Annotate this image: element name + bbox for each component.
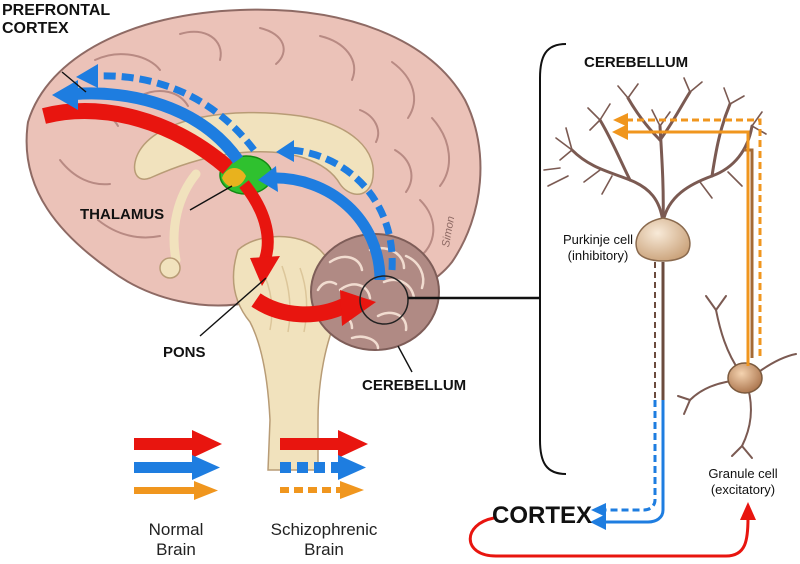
- zoom-callout: [359, 43, 567, 475]
- red-arrow-thalamus-to-pons: [239, 180, 274, 265]
- purkinje-cell-label: Purkinje cell (inhibitory): [556, 232, 640, 264]
- red-arrowhead-cerebellum: [340, 290, 376, 326]
- blue-dashed-arrowhead-thalamus: [276, 140, 294, 162]
- blue-arrowhead-thalamus: [258, 166, 278, 192]
- legend-schizophrenic-caption: Schizophrenic Brain: [252, 520, 396, 560]
- legend-normal-arrows: [134, 430, 222, 500]
- granule-line2: (excitatory): [710, 482, 776, 497]
- legend-schizophrenic-arrows: [280, 430, 368, 499]
- legend-schizo-line1: Schizophrenic: [270, 520, 378, 539]
- corpus-callosum: [133, 111, 374, 195]
- pons-label: PONS: [163, 344, 206, 361]
- blue-solid-to-cortex: [604, 400, 665, 524]
- blue-dashed-arrowhead-cortex: [76, 64, 98, 88]
- cerebellum-panel-title: CEREBELLUM: [584, 54, 689, 71]
- red-arrow-pons-to-cerebellum: [251, 293, 348, 323]
- panel-bracket: [539, 43, 567, 475]
- red-arrow-cortex-to-thalamus: [42, 103, 234, 175]
- purkinje-cell: [543, 77, 767, 400]
- granule-line1: Granule cell: [708, 466, 778, 481]
- orange-dashed-arrow: [626, 118, 762, 356]
- granule-cell: [677, 148, 797, 459]
- cerebellum-brain-label: CEREBELLUM: [362, 377, 467, 394]
- red-loop-cortex-to-granule: [468, 516, 750, 558]
- legend-normal-caption: Normal Brain: [120, 520, 232, 560]
- purkinje-line2: (inhibitory): [567, 248, 629, 263]
- prefrontal-line1: PREFRONTAL: [2, 2, 111, 19]
- panel-signal-arrows: [468, 113, 762, 558]
- normal-pathway-arrows: [42, 80, 386, 326]
- schizophrenic-pathway-arrows: [76, 64, 396, 271]
- cortex-label: CORTEX: [492, 502, 593, 529]
- blue-dashed-cerebellum-to-thalamus: [289, 146, 396, 271]
- blue-arrow-thalamus-to-cortex: [73, 87, 243, 164]
- thalamus-label: THALAMUS: [80, 206, 165, 223]
- blue-dashed-to-cortex: [604, 400, 657, 512]
- legend-schizo-line2: Brain: [304, 540, 344, 559]
- orange-solid-arrow: [626, 130, 750, 366]
- prefrontal-line2: CORTEX: [2, 20, 69, 37]
- purkinje-line1: Purkinje cell: [562, 232, 634, 247]
- blue-arrow-cerebellum-to-thalamus: [269, 172, 386, 281]
- red-arrowhead-pons: [250, 256, 280, 286]
- prefrontal-cortex-label: PREFRONTAL CORTEX: [2, 2, 110, 38]
- granule-cell-label: Granule cell (excitatory): [698, 466, 788, 498]
- legend-normal-line1: Normal: [148, 520, 204, 539]
- label-leaders: [61, 71, 413, 373]
- blue-arrowhead-cortex: [52, 80, 78, 110]
- legend-normal-line2: Brain: [156, 540, 196, 559]
- blue-dashed-thalamus-to-cortex: [95, 72, 257, 153]
